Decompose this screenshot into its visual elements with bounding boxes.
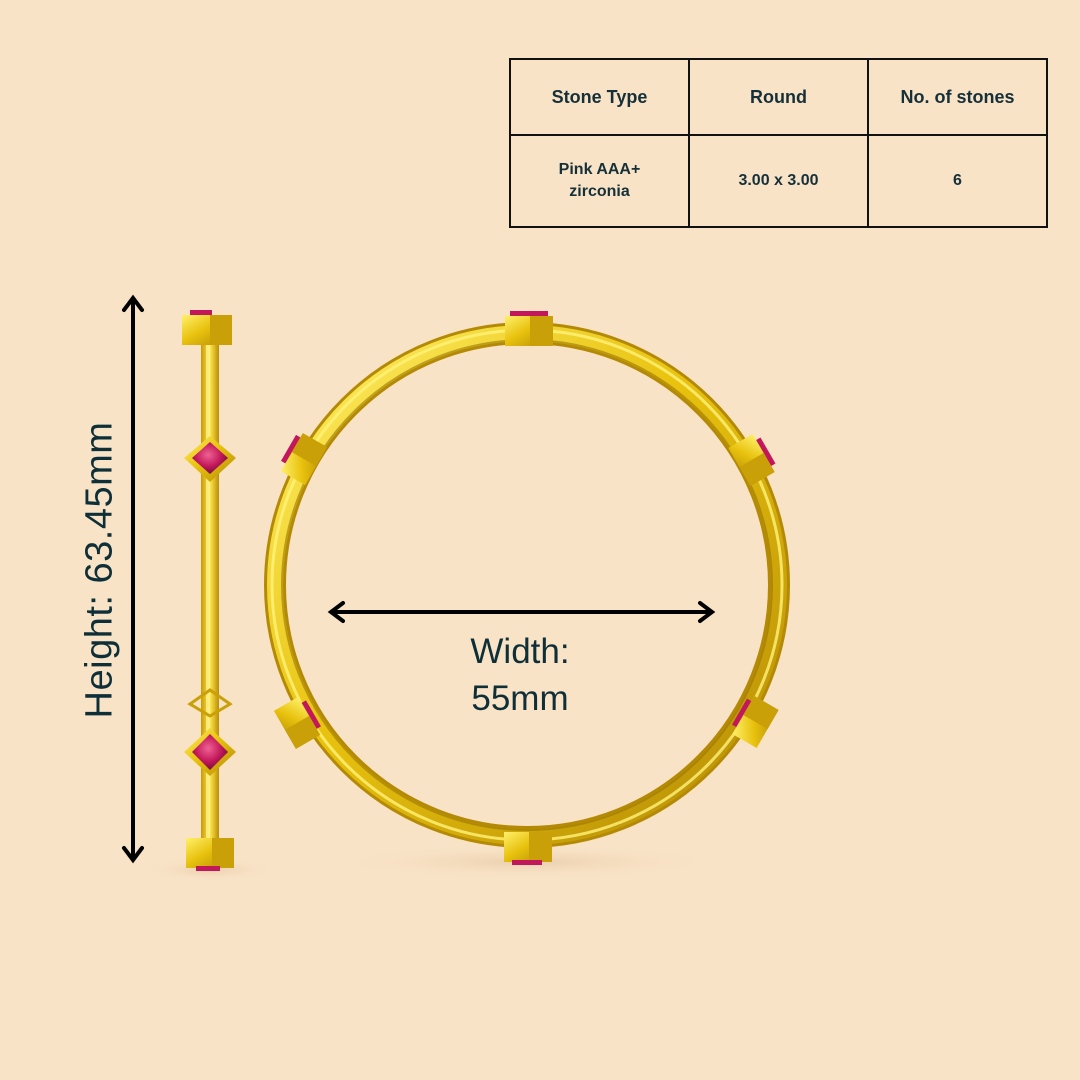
stone-setting-upper-right [728,433,776,487]
cell-round-size: 3.00 x 3.00 [688,134,869,228]
height-arrow [122,294,144,864]
height-label: Height: 63.45mm [78,421,121,719]
width-label-value: 55mm [471,679,569,718]
header-stone-type: Stone Type [509,58,690,136]
stone-setting-lower-left [273,696,321,749]
width-label: Width: 55mm [420,628,620,722]
header-round: Round [688,58,869,136]
stone-spec-table: Stone Type Round No. of stones Pink AAA+… [509,58,1048,228]
cell-stone-type: Pink AAA+ zirconia [509,134,690,228]
header-no-of-stones: No. of stones [867,58,1048,136]
stone-setting-lower-right [732,695,779,749]
spec-table-data-row: Pink AAA+ zirconia 3.00 x 3.00 6 [509,134,1048,228]
spec-table-header-row: Stone Type Round No. of stones [509,58,1048,136]
width-label-title: Width: [470,632,570,671]
bangle-front-view [264,311,790,880]
stone-setting-bottom [504,832,552,865]
width-arrow [327,601,716,623]
stone-setting-top [505,311,553,346]
cell-stone-count: 6 [867,134,1048,228]
bangle-side-view [140,310,280,882]
stone-setting-upper-left [280,433,328,486]
